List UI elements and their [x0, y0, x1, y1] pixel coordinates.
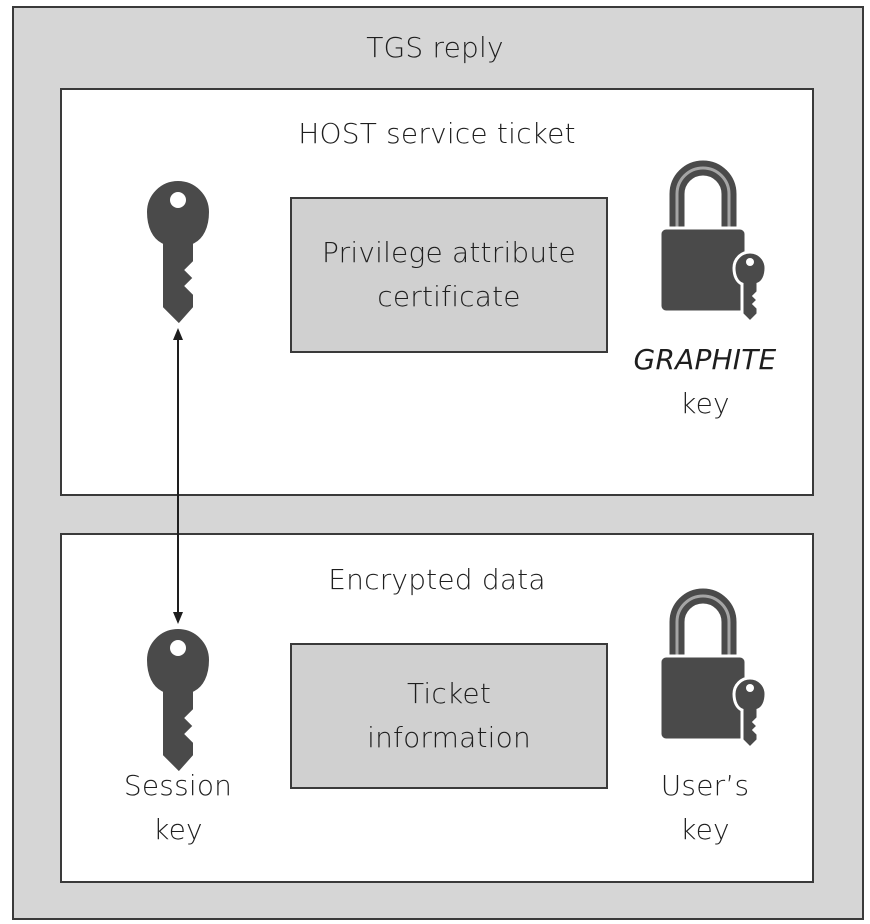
tgs-reply-title: TGS reply [366, 31, 504, 64]
pac-line-2: certificate [377, 280, 521, 313]
session-key-line-1: Session [123, 769, 233, 802]
ticket-info-label: Ticket information [367, 672, 531, 760]
pac-box: Privilege attribute certificate [290, 197, 608, 353]
ticket-info-line-1: Ticket [406, 677, 492, 710]
ticket-info-box: Ticket information [290, 643, 608, 789]
users-key-line-2: key [680, 813, 730, 846]
graphite-key-word: key [680, 387, 730, 420]
graphite-key-name: GRAPHITE [633, 343, 777, 376]
users-key-line-1: User’s [660, 769, 750, 802]
host-service-ticket-title: HOST service ticket [298, 117, 576, 150]
session-key-line-2: key [153, 813, 203, 846]
pac-label: Privilege attribute certificate [322, 231, 576, 319]
encrypted-data-title: Encrypted data [328, 563, 546, 596]
ticket-info-line-2: information [367, 721, 531, 754]
pac-line-1: Privilege attribute [322, 236, 576, 269]
